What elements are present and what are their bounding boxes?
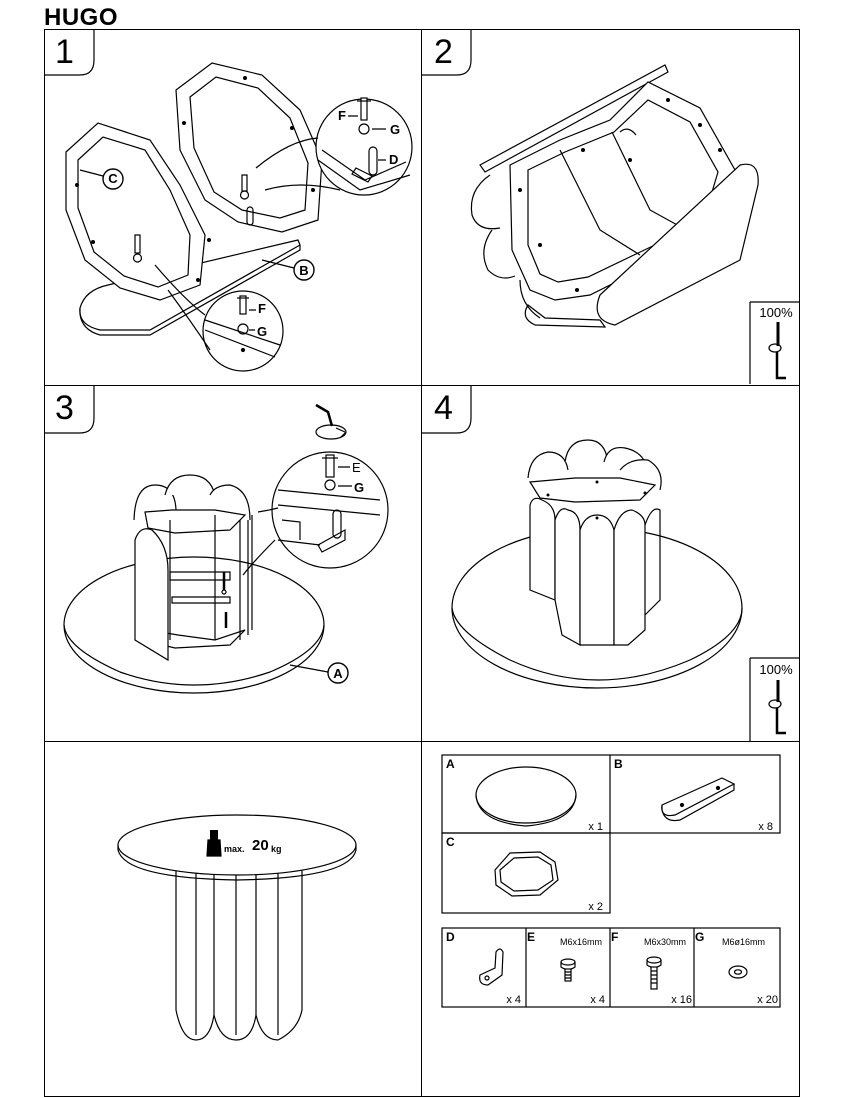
step-tab-2 <box>421 29 472 76</box>
bracket-icon <box>479 948 504 986</box>
bolt-long-icon <box>646 956 662 964</box>
load-prefix: max. <box>224 844 245 854</box>
step3-callout-g: G <box>354 480 364 495</box>
step1-callout-f-top: F <box>338 108 346 123</box>
step-tab-3 <box>44 386 95 434</box>
grid-divider-row2 <box>44 741 800 743</box>
part-e-spec: M6x16mm <box>560 937 602 947</box>
step1-illustration <box>65 62 413 372</box>
step1-callout-f-bottom: F <box>258 301 266 316</box>
step3-callout-a: A <box>333 666 343 681</box>
part-c-illustration <box>494 851 559 897</box>
step-number-3: 3 <box>55 389 74 427</box>
bolt-icon <box>560 958 576 966</box>
part-f-spec: M6x30mm <box>644 937 686 947</box>
step-tab-4 <box>421 386 472 434</box>
part-e-letter: E <box>527 930 535 944</box>
step2-tighten-label: 100% <box>759 305 793 320</box>
part-b-letter: B <box>614 757 623 771</box>
load-unit: kg <box>271 844 282 854</box>
load-value: 20 <box>252 837 269 854</box>
part-f-letter: F <box>611 930 618 944</box>
step3-callout-e: E <box>352 460 361 475</box>
grid-divider-row1 <box>44 385 800 387</box>
step1-callout-g-top: G <box>390 122 400 137</box>
washer-icon <box>728 965 748 979</box>
step-number-4: 4 <box>434 389 453 427</box>
part-a-letter: A <box>446 757 455 771</box>
step1-callout-g-bottom: G <box>257 324 267 339</box>
step3-illustration <box>63 403 389 694</box>
step1-callout-b: B <box>299 263 308 278</box>
part-g-letter: G <box>695 930 704 944</box>
step1-callout-c: C <box>108 171 118 186</box>
part-e-qty: x 4 <box>590 994 605 1006</box>
product-title: HUGO <box>44 4 118 31</box>
step1-callout-d: D <box>389 152 398 167</box>
finished-table-illustration <box>117 814 357 1041</box>
part-c-letter: C <box>446 835 455 849</box>
step-number-2: 2 <box>434 33 453 71</box>
step-number-1: 1 <box>55 33 74 71</box>
part-f-qty: x 16 <box>671 994 692 1006</box>
parts-list <box>441 754 781 1008</box>
step4-tighten-label: 100% <box>759 662 793 677</box>
part-g-spec: M6ø16mm <box>722 937 765 947</box>
part-g-qty: x 20 <box>757 994 778 1006</box>
grid-divider-vertical <box>421 29 423 1097</box>
part-d-qty: x 4 <box>506 994 521 1006</box>
step-tab-1 <box>44 29 95 76</box>
weight-icon <box>206 839 222 857</box>
step2-illustration <box>470 64 800 384</box>
part-c-qty: x 2 <box>588 901 603 913</box>
part-a-illustration <box>475 766 577 824</box>
part-a-qty: x 1 <box>588 821 603 833</box>
step4-illustration <box>451 439 800 741</box>
part-b-qty: x 8 <box>758 821 773 833</box>
part-d-letter: D <box>446 930 455 944</box>
